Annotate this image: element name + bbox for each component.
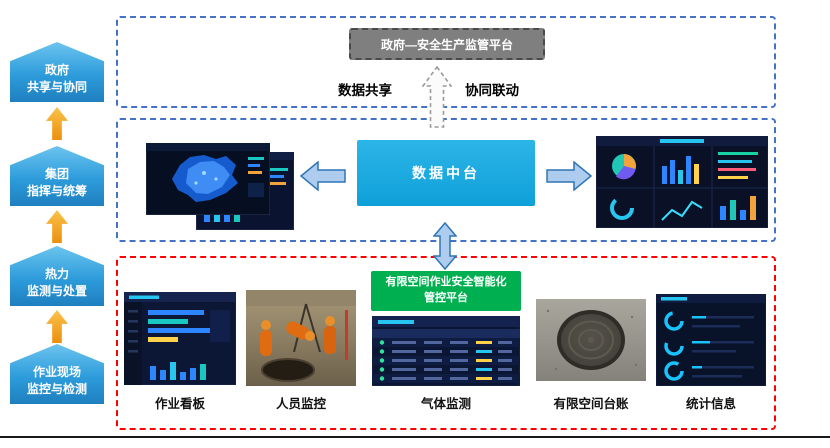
dashboard-screenshot-analytics: [596, 136, 768, 228]
ladder-step-heating: 热力 监测与处置: [10, 246, 104, 306]
ladder-step-label: 共享与协同: [26, 79, 87, 94]
ladder-step-group: 集团 指挥与统筹: [10, 146, 104, 206]
data-share-label: 数据共享: [338, 83, 392, 98]
module-photo-personnel-monitoring: [246, 290, 356, 386]
ladder-step-label: 作业现场: [32, 365, 81, 380]
ladder-step-worksite: 作业现场 监控与检测: [10, 344, 104, 404]
government-layer-box: [116, 16, 776, 108]
double-arrow-vertical-icon: [433, 222, 457, 270]
module-label-job-dashboard: 作业看板: [154, 397, 205, 411]
data-hub-label: 数据中台: [412, 165, 480, 181]
ladder-step-label: 集团: [44, 167, 69, 182]
up-arrow-icon: [46, 107, 68, 140]
ladder-step-label: 监控与检测: [26, 381, 87, 396]
up-arrow-icon: [46, 310, 68, 343]
data-hub-box: 数据中台: [357, 140, 535, 206]
module-label-personnel-monitoring: 人员监控: [275, 397, 326, 411]
bottom-divider: [0, 436, 830, 438]
module-screenshot-statistics: [656, 294, 766, 386]
dashed-up-arrow-icon: [422, 66, 452, 128]
gov-platform-label: 政府—安全生产监管平台: [380, 37, 513, 52]
smart-platform-label-line2: 管控平台: [424, 292, 468, 304]
up-arrow-icon: [46, 210, 68, 243]
ladder-step-label: 热力: [44, 267, 69, 282]
module-screenshot-gas-monitoring: [372, 316, 520, 386]
gov-platform-box: 政府—安全生产监管平台: [349, 28, 545, 60]
module-label-confined-space-ledger: 有限空间台账: [553, 397, 629, 411]
ladder-step-label: 指挥与统筹: [26, 183, 87, 198]
ladder-step-label: 监测与处置: [26, 283, 87, 298]
smart-platform-box: 有限空间作业安全智能化 管控平台: [371, 271, 521, 311]
block-arrow-left-icon: [300, 161, 346, 191]
ladder-step-label: 政府: [44, 63, 69, 78]
ladder-step-government: 政府 共享与协同: [10, 42, 104, 102]
module-label-gas-monitoring: 气体监测: [420, 397, 471, 411]
smart-platform-label-line1: 有限空间作业安全智能化: [385, 276, 507, 289]
block-arrow-right-icon: [546, 161, 592, 191]
coordination-label: 协同联动: [465, 83, 519, 98]
module-screenshot-job-dashboard: [124, 292, 236, 385]
dashboard-screenshot-china-map: [146, 143, 270, 215]
module-photo-confined-space-ledger: [536, 299, 646, 381]
module-label-statistics: 统计信息: [685, 397, 736, 411]
